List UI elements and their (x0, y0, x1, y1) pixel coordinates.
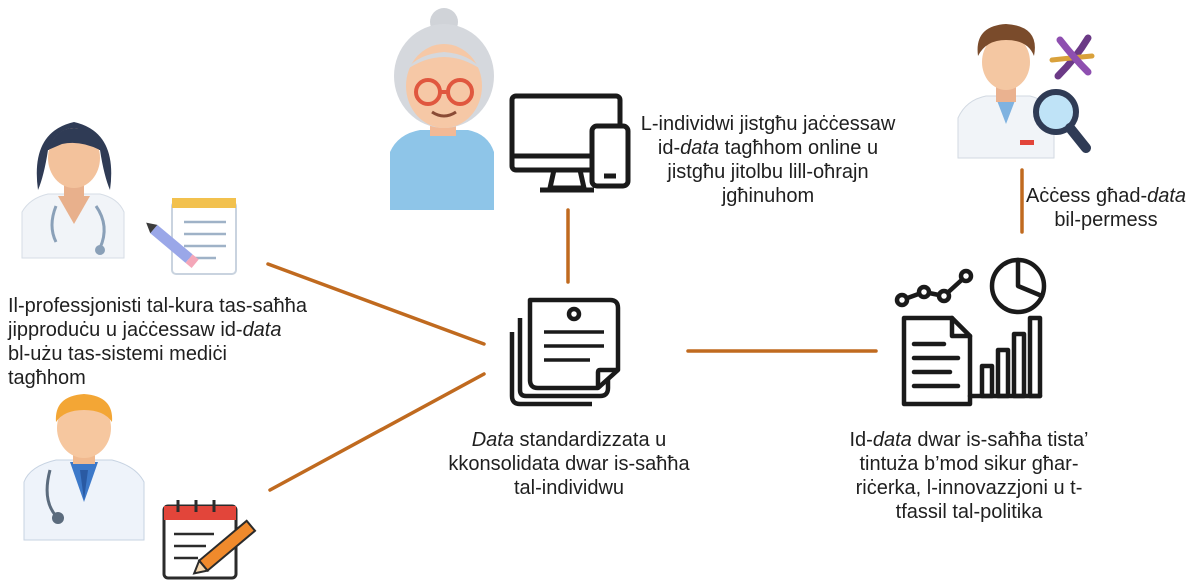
connectors (266, 168, 1024, 492)
female-doctor-icon (21, 122, 125, 259)
label-secondary-post: dwar is-saħħa tista’ tintuża b’mod sikur… (855, 429, 1089, 523)
elderly-woman-icon (390, 8, 494, 210)
label-individuals: L-individwi jistgħu jaċċessaw id-data ta… (632, 112, 904, 208)
label-professionals-em: data (242, 319, 282, 341)
scientist-icon (957, 24, 1055, 159)
label-researchers: Aċċess għad-data bil-permess (1020, 184, 1192, 232)
label-individuals-em: data (680, 137, 720, 159)
connector-professionals-bottom (268, 372, 486, 492)
label-center-post: standardizzata u kkonsolidata dwar is-sa… (448, 429, 690, 499)
label-individuals-post: tagħhom online u jistgħu jitolbu lill-oħ… (667, 137, 879, 207)
magnifier-icon (1033, 89, 1091, 153)
analytics-report-icon (894, 257, 1047, 407)
male-doctor-icon (23, 394, 145, 541)
label-professionals-pre: Il-professjonisti tal-kura tas-saħħa jip… (8, 295, 308, 341)
label-secondary-em: data (872, 429, 912, 451)
label-professionals-post: bl-użu tas-sistemi mediċi tagħhom (8, 343, 227, 389)
label-individuals-pre: L-individwi jistgħu jaċċessaw id- (640, 113, 896, 159)
label-secondary-use: Id-data dwar is-saħħa tista’ tintuża b’m… (838, 428, 1100, 524)
dna-icon (1049, 34, 1095, 80)
clipboard-pencil-icon (146, 198, 237, 275)
label-center: Data standardizzata u kkonsolidata dwar … (436, 428, 702, 500)
calendar-pen-icon (162, 500, 257, 580)
label-researchers-post: bil-permess (1054, 209, 1158, 231)
label-secondary-pre: Id- (849, 429, 873, 451)
documents-stack-icon (509, 297, 621, 407)
label-researchers-pre: Aċċess għad- (1025, 185, 1148, 207)
label-center-em: Data (471, 429, 514, 451)
connector-professionals-top (266, 262, 486, 346)
label-professionals: Il-professjonisti tal-kura tas-saħħa jip… (8, 294, 308, 390)
label-researchers-em: data (1147, 185, 1187, 207)
computer-phone-icon (509, 93, 631, 193)
